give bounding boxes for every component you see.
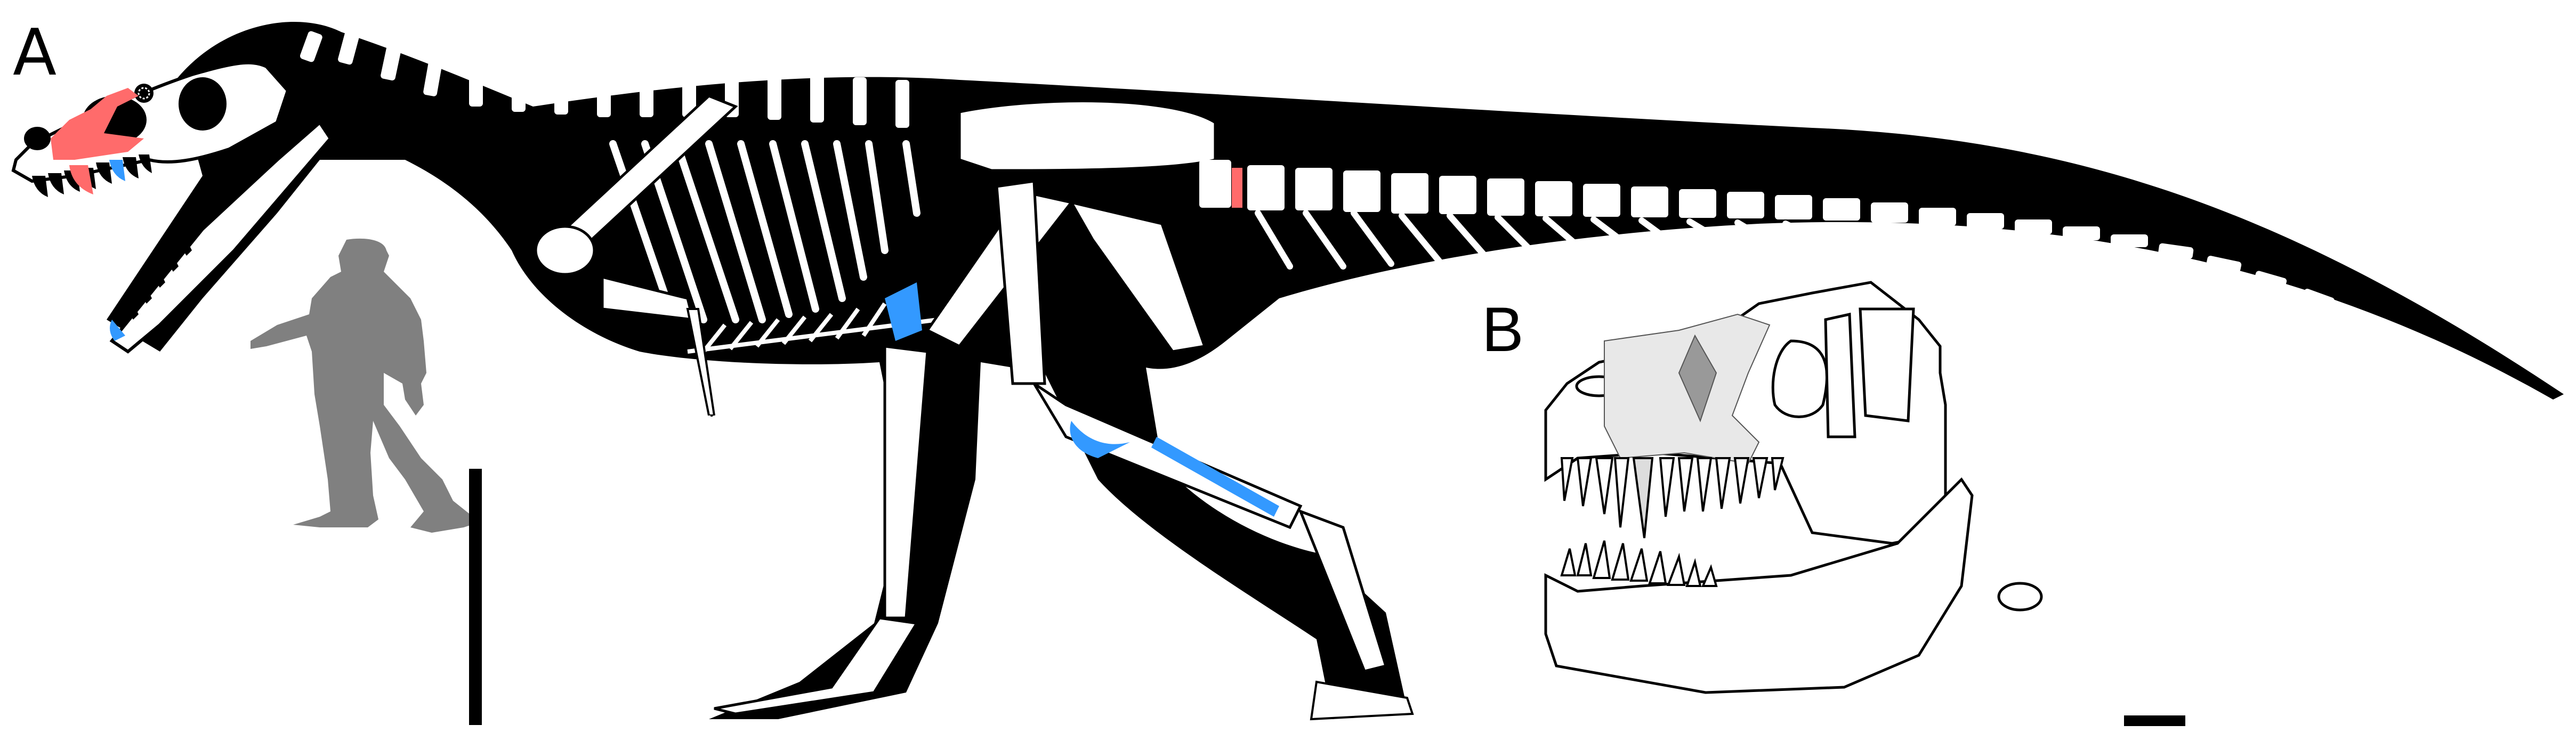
panel-label-b: B — [1482, 295, 1524, 365]
antorbital-fenestra-b — [1771, 339, 1828, 418]
lateral-temporal-fenestra — [1859, 307, 1915, 422]
left-hindlimb — [714, 180, 1414, 721]
upper-teeth-b — [1560, 457, 1784, 539]
panel-label-a: A — [13, 16, 57, 90]
orbit — [179, 77, 227, 131]
caudal-centrum-highlight — [1232, 168, 1242, 208]
ilium — [958, 100, 1217, 172]
panel-a-skeleton — [11, 21, 2564, 721]
scale-bar-a — [469, 469, 482, 725]
dentary-tooth-highlight — [110, 320, 125, 341]
chevrons — [1255, 210, 1815, 270]
ribs — [609, 140, 920, 323]
skull-a — [11, 61, 333, 354]
pes — [1310, 680, 1414, 721]
sclerotic-ring — [134, 84, 154, 103]
foot-left — [714, 616, 919, 715]
fibula-highlight — [1070, 421, 1130, 458]
lower-teeth-b — [1560, 540, 1718, 587]
forelimb — [534, 94, 738, 501]
gastralia-highlight — [885, 282, 922, 341]
coracoid — [534, 225, 596, 276]
vertebral-column — [300, 31, 909, 128]
femur-right — [883, 345, 929, 620]
upper-tooth-highlight — [109, 160, 125, 181]
scale-bar-b — [2124, 715, 2185, 726]
maxillary-tooth-highlight — [69, 165, 93, 194]
mandible — [109, 120, 333, 354]
femur-left — [995, 180, 1046, 385]
maxilla-highlight — [51, 88, 144, 160]
orbit-b — [1824, 312, 1856, 438]
tibia-highlight — [1151, 437, 1279, 517]
caudal-vertebrae — [1199, 160, 2520, 395]
human-silhouette — [251, 238, 480, 533]
maxilla-fracture — [1678, 334, 1717, 422]
metatarsus — [1298, 509, 1388, 673]
mandibular-fenestra — [1997, 582, 2043, 612]
ischium — [1068, 200, 1207, 353]
